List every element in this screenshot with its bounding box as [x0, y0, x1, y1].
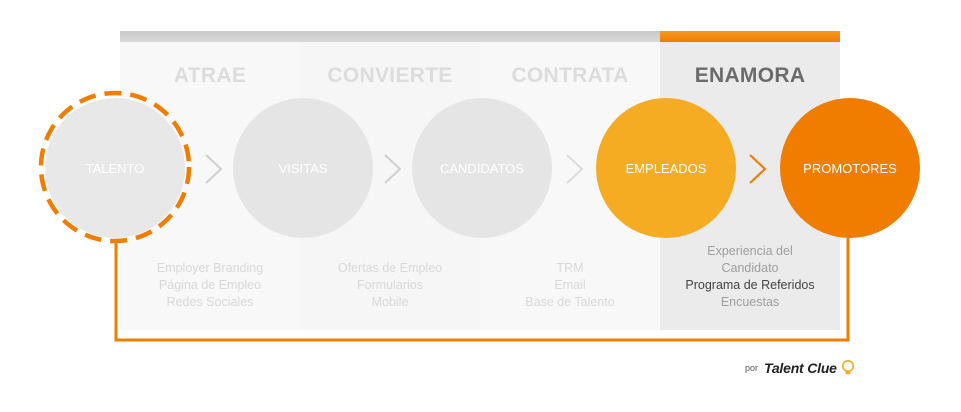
desc-item: Base de Talento — [525, 295, 615, 309]
desc-item: Employer Branding — [156, 261, 264, 275]
desc-atrae: Employer Branding Página de Empleo Redes… — [120, 260, 300, 311]
talento-dashed-ring — [38, 90, 192, 244]
circle-empleados: EMPLEADOS — [596, 98, 736, 238]
desc-item: Redes Sociales — [166, 295, 254, 309]
chevron-right-icon — [384, 154, 402, 184]
circle-visitas: VISITAS — [233, 98, 373, 238]
desc-item: Programa de Referidos — [685, 278, 815, 292]
circle-label-talento: TALENTO — [85, 160, 145, 176]
top-bar-grey — [120, 31, 660, 42]
circle-talento: TALENTO — [45, 98, 185, 238]
stage-title-atrae: ATRAE — [173, 64, 247, 87]
stage-title-contrata: CONTRATA — [511, 64, 629, 87]
stage-title-convierte: CONVIERTE — [327, 64, 453, 87]
desc-item: Email — [554, 278, 586, 292]
desc-item: Formularios — [357, 278, 423, 292]
brand-logo: Talent Clue — [764, 360, 837, 376]
lightbulb-icon — [841, 360, 854, 375]
desc-convierte: Ofertas de Empleo Formularios Mobile — [300, 260, 480, 311]
circle-promotores: PROMOTORES — [780, 98, 920, 238]
circle-label-visitas: VISITAS — [278, 160, 328, 176]
desc-item: Experiencia del — [707, 244, 793, 258]
chevron-right-icon — [205, 154, 223, 184]
desc-item: Página de Empleo — [158, 278, 262, 292]
top-bar-orange — [660, 31, 840, 42]
circle-candidatos: CANDIDATOS — [412, 98, 552, 238]
circle-label-candidatos: CANDIDATOS — [439, 160, 525, 176]
desc-enamora: Experiencia del Candidato Programa de Re… — [660, 243, 840, 311]
desc-contrata: TRM Email Base de Talento — [480, 260, 660, 311]
footer-credit: por Talent Clue — [745, 358, 855, 378]
desc-item: Encuestas — [720, 295, 780, 309]
chevron-right-icon — [749, 154, 767, 184]
stage-title-enamora: ENAMORA — [694, 64, 806, 87]
chevron-right-icon — [566, 154, 584, 184]
circle-label-empleados: EMPLEADOS — [625, 160, 707, 176]
desc-item: Ofertas de Empleo — [337, 261, 443, 275]
footer-by: por — [745, 363, 759, 373]
desc-item: TRM — [556, 261, 584, 275]
desc-item: Candidato — [721, 261, 779, 275]
desc-item: Mobile — [371, 295, 409, 309]
circle-label-promotores: PROMOTORES — [803, 160, 897, 176]
